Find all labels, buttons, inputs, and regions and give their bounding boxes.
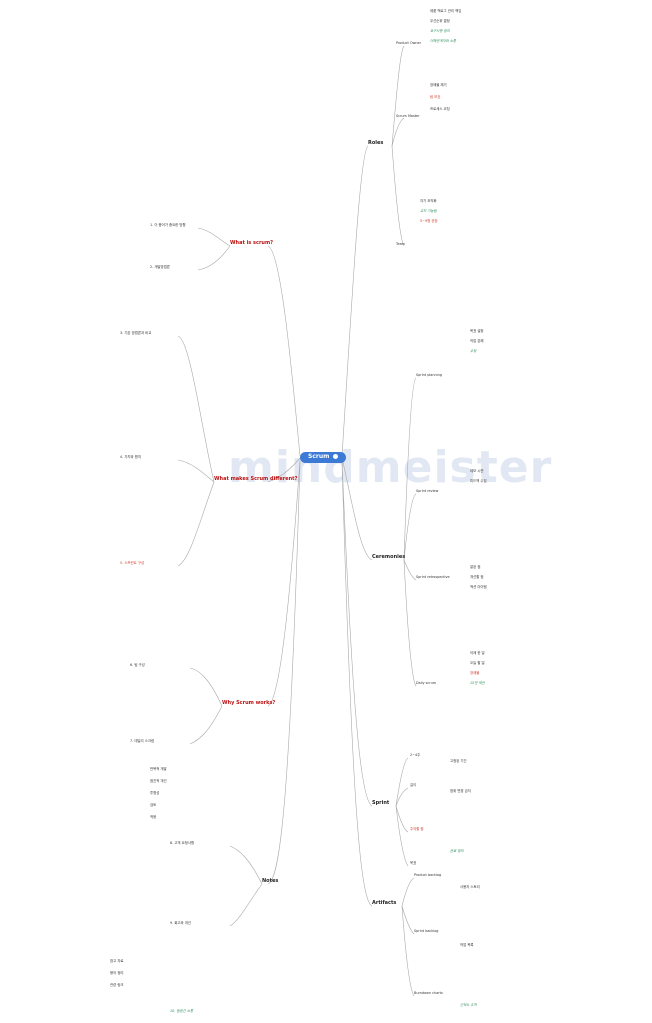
leaf-po-4[interactable]: 이해관계자와 소통 (430, 39, 457, 43)
branch-ceremonies[interactable]: Ceremonies (372, 554, 406, 560)
leaf-po-3[interactable]: 요구사항 정의 (430, 29, 450, 33)
branch-why-works[interactable]: Why Scrum works? (222, 700, 276, 706)
why-4[interactable]: 검토 (150, 803, 157, 807)
leaf-dl-3[interactable]: 장애물 (470, 671, 480, 675)
leaf-dl-4[interactable]: 15분 제한 (470, 681, 485, 685)
node-scrum-master[interactable]: Scrum Master (396, 114, 420, 118)
leaf-pl-1[interactable]: 목표 설정 (470, 329, 484, 333)
why-2[interactable]: 점진적 개선 (150, 779, 167, 783)
leaf-sm-1[interactable]: 장애물 제거 (430, 83, 447, 87)
node-sprint-backlog[interactable]: Sprint backlog (414, 929, 439, 933)
leaf-sm-2[interactable]: 팀 보호 (430, 95, 441, 99)
leaf-tm-3[interactable]: 5~9명 권장 (420, 219, 438, 223)
node-sprint-duration[interactable]: 2~4주 (410, 753, 421, 757)
left-10[interactable]: 10. 팀원간 소통 (170, 1009, 194, 1013)
node-sprint-caution[interactable]: 주의할 점 (410, 827, 424, 831)
leaf-rt-3[interactable]: 액션 아이템 (470, 585, 487, 589)
left-5[interactable]: 5. 스프린트 구성 (120, 561, 145, 565)
branch-what-makes-different[interactable]: What makes Scrum different? (214, 476, 298, 482)
leaf-dl-2[interactable]: 오늘 할 일 (470, 661, 485, 665)
node-daily-scrum[interactable]: Daily scrum (416, 681, 437, 685)
node-product-backlog[interactable]: Product backlog (414, 873, 442, 877)
leaf-tm-2[interactable]: 교차 기능팀 (420, 209, 437, 213)
leaf-ar-1[interactable]: 사용자 스토리 (460, 885, 480, 889)
leaf-ar-3[interactable]: 진척도 추적 (460, 1003, 477, 1007)
leaf-sm-3[interactable]: 프로세스 코칭 (430, 107, 450, 111)
left-8[interactable]: 8. 고객 요청사항 (170, 841, 195, 845)
left-6[interactable]: 6. 팀 구성 (130, 663, 145, 667)
note-3[interactable]: 관련 링크 (110, 983, 124, 987)
root-node[interactable]: Scrum (300, 452, 347, 463)
leaf-po-1[interactable]: 제품 백로그 관리 책임 (430, 9, 462, 13)
branch-notes[interactable]: Notes (262, 878, 279, 884)
node-product-owner[interactable]: Product Owner (396, 41, 422, 45)
note-2[interactable]: 용어 정리 (110, 971, 124, 975)
root-label: Scrum (308, 453, 330, 460)
left-9[interactable]: 9. 회고와 개선 (170, 921, 191, 925)
note-1[interactable]: 참고 자료 (110, 959, 124, 963)
left-1[interactable]: 1. 이 용어가 중요한 방향 (150, 223, 186, 227)
leaf-rt-2[interactable]: 개선할 점 (470, 575, 484, 579)
leaf-pl-2[interactable]: 작업 분해 (470, 339, 484, 343)
leaf-sp-2[interactable]: 범위 변경 금지 (450, 789, 471, 793)
branch-roles[interactable]: Roles (368, 140, 384, 146)
leaf-rt-1[interactable]: 잘된 점 (470, 565, 481, 569)
left-4[interactable]: 4. 가치와 원칙 (120, 455, 141, 459)
leaf-ar-2[interactable]: 작업 목록 (460, 943, 474, 947)
node-sprint-planning[interactable]: Sprint planning (416, 373, 442, 377)
left-3[interactable]: 3. 기존 방법론과 비교 (120, 331, 152, 335)
node-sprint-length[interactable]: 길이 (410, 783, 417, 787)
why-3[interactable]: 투명성 (150, 791, 160, 795)
branch-sprint[interactable]: Sprint (372, 800, 390, 806)
node-burndown-charts[interactable]: Burndown charts (414, 991, 443, 995)
leaf-rv-2[interactable]: 피드백 수집 (470, 479, 487, 483)
leaf-po-2[interactable]: 우선순위 결정 (430, 19, 450, 23)
branch-what-is-scrum[interactable]: What is scrum? (230, 240, 274, 246)
expand-icon[interactable] (333, 454, 339, 459)
branch-artifacts[interactable]: Artifacts (372, 900, 397, 906)
node-sprint-review[interactable]: Sprint review (416, 489, 439, 493)
node-team[interactable]: Team (396, 242, 405, 246)
why-5[interactable]: 적응 (150, 815, 157, 819)
leaf-sp-3[interactable]: 완료 정의 (450, 849, 464, 853)
leaf-sp-1[interactable]: 고정된 기간 (450, 759, 467, 763)
leaf-tm-1[interactable]: 자기 조직화 (420, 199, 437, 203)
leaf-pl-3[interactable]: 추정 (470, 349, 477, 353)
why-1[interactable]: 반복적 개발 (150, 767, 167, 771)
node-sprint-goal[interactable]: 목표 (410, 861, 417, 865)
left-2[interactable]: 2. 개발방법론 (150, 265, 170, 269)
leaf-rv-1[interactable]: 데모 시연 (470, 469, 484, 473)
app-watermark: mindmeister (228, 442, 553, 493)
left-7[interactable]: 7. 데일리 스크럼 (130, 739, 155, 743)
leaf-dl-1[interactable]: 어제 한 일 (470, 651, 485, 655)
node-sprint-retrospective[interactable]: Sprint retrospective (416, 575, 450, 579)
